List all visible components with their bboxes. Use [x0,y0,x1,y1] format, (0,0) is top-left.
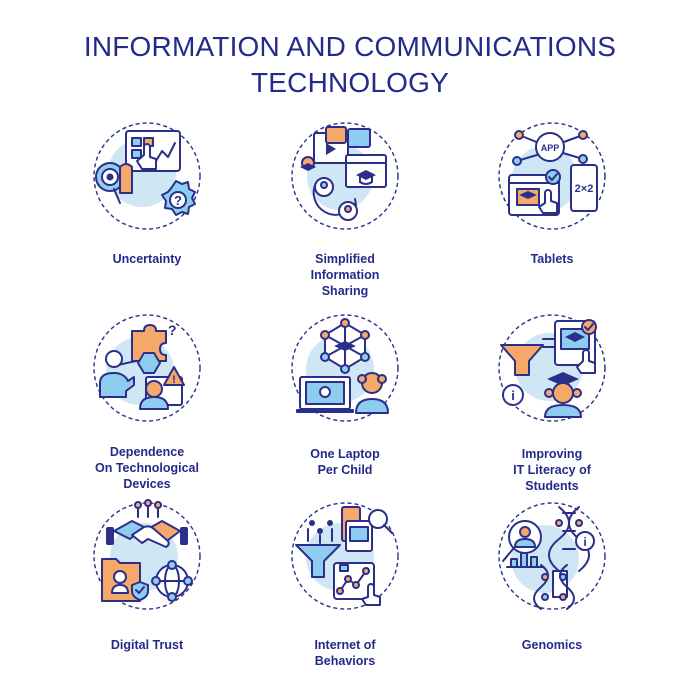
page-title-line-2: TECHNOLOGY [250,67,450,98]
genomics-icon: i [497,501,607,611]
tablets-icon: APP 2×2 [497,121,607,231]
one-laptop-per-child-icon [290,313,400,423]
tile-label: Digital Trust [110,638,184,652]
tile-label: Improving IT Literacy of Students [513,447,591,493]
tile-label: Uncertainty [112,252,182,266]
tile-label: One Laptop Per Child [310,447,380,477]
tile-label: Simplified Information Sharing [310,252,380,298]
svg-text:i: i [511,388,515,403]
tile-dependence-on-technological-devices: ? ! Dependence On Technological Devices [52,313,242,513]
page-title-line-1: INFORMATION AND COMMUNICATIONS [83,31,617,62]
svg-text:i: i [583,535,586,549]
it-literacy-icon: i [497,313,607,423]
tile-uncertainty: ? Uncertainty [52,121,242,321]
svg-text:?: ? [168,322,177,338]
tile-digital-trust: Digital Trust [52,499,242,700]
tile-label: Genomics [521,638,583,652]
tile-improving-it-literacy-of-students: i Improving IT Literacy of Students [457,313,647,513]
information-sharing-icon [290,121,400,231]
uncertainty-icon: ? [92,121,202,231]
tile-label: Tablets [530,252,574,266]
tile-genomics: i Genomics [457,501,647,700]
tile-internet-of-behaviors: Internet of Behaviors [250,501,440,700]
tile-label: Internet of Behaviors [314,638,376,668]
tile-tablets: APP 2×2 Tablets [457,121,647,321]
app-text: APP [541,143,560,153]
technological-dependence-icon: ? ! [92,313,202,423]
tile-label: Dependence On Technological Devices [95,445,199,491]
svg-text:?: ? [174,193,182,208]
svg-text:!: ! [172,374,176,386]
digital-trust-icon [92,499,202,611]
math-text: 2×2 [575,183,594,195]
page-title: INFORMATION AND COMMUNICATIONS TECHNOLOG… [0,29,700,101]
tile-one-laptop-per-child: One Laptop Per Child [250,313,440,513]
tile-simplified-information-sharing: Simplified Information Sharing [250,121,440,321]
internet-of-behaviors-icon [290,501,400,611]
